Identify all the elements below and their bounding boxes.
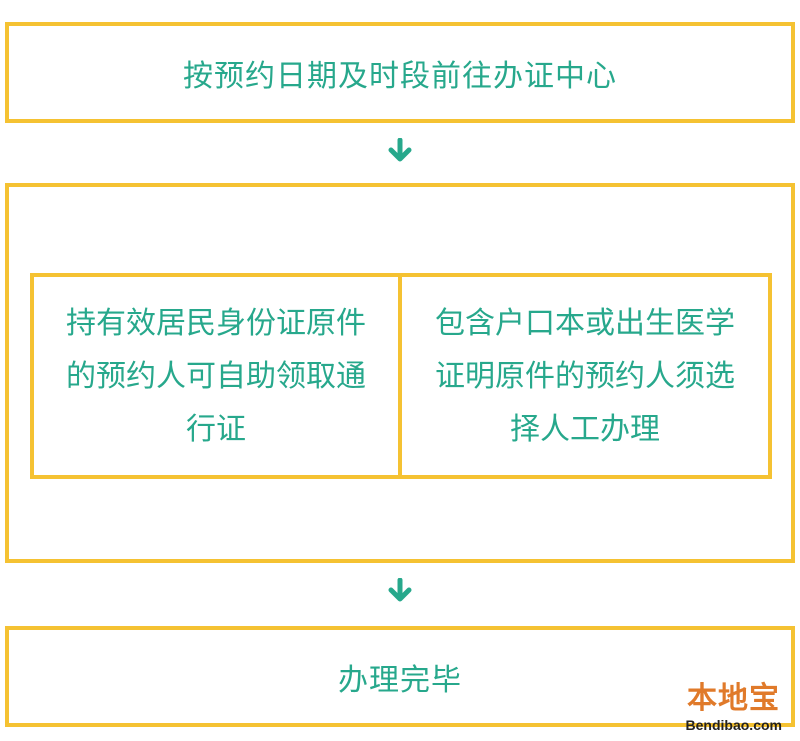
step-1-text: 按预约日期及时段前往办证中心 (183, 58, 617, 94)
step-3-box: 办理完毕 (5, 626, 795, 727)
watermark-url: Bendibao.com (685, 717, 782, 733)
watermark-brand: 本地宝 (687, 681, 780, 716)
arrow-down-icon (388, 138, 412, 162)
step-2-right-box: 包含户口本或出生医学证明原件的预约人须选择人工办理 (398, 273, 772, 479)
step-2-left-text: 持有效居民身份证原件的预约人可自助领取通行证 (66, 305, 366, 447)
step-2-right-text: 包含户口本或出生医学证明原件的预约人须选择人工办理 (435, 305, 735, 447)
arrow-down-icon (388, 578, 412, 602)
step-2-left-box: 持有效居民身份证原件的预约人可自助领取通行证 (30, 273, 402, 479)
step-2-container: 持有效居民身份证原件的预约人可自助领取通行证 包含户口本或出生医学证明原件的预约… (5, 183, 795, 563)
step-1-box: 按预约日期及时段前往办证中心 (5, 22, 795, 123)
watermark-logo: 本地宝 Bendibao.com (666, 673, 786, 733)
step-3-text: 办理完毕 (338, 662, 462, 698)
